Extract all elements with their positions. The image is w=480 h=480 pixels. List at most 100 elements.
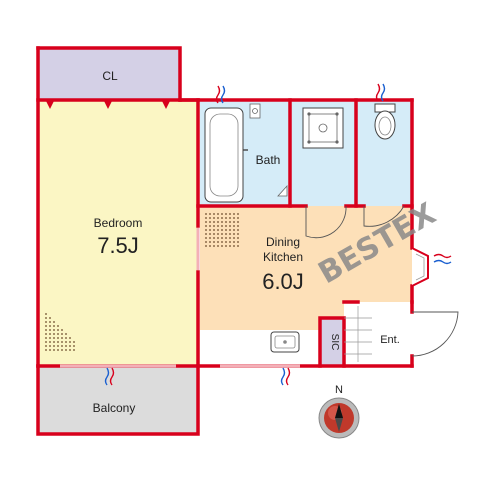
floor-dot xyxy=(213,221,215,223)
bedroom-label: Bedroom xyxy=(94,216,143,230)
floor-dot xyxy=(53,341,55,343)
floor-dot xyxy=(213,237,215,239)
airflow-icon xyxy=(109,367,115,386)
bedroom-size: 7.5J xyxy=(97,233,139,258)
floor-dot xyxy=(205,217,207,219)
floor-dot xyxy=(209,225,211,227)
washing-machine-corner-tl xyxy=(307,112,311,116)
floor-dot xyxy=(53,321,55,323)
floor-dot xyxy=(57,341,59,343)
floor-dot xyxy=(53,349,55,351)
floor-dot xyxy=(61,337,63,339)
washing-machine-drain xyxy=(318,123,328,133)
entrance-steps xyxy=(344,306,372,362)
vent-triangle xyxy=(104,101,112,109)
floor-dot xyxy=(229,213,231,215)
floor-dot xyxy=(237,245,239,247)
floor-dot xyxy=(209,237,211,239)
floor-dot xyxy=(57,349,59,351)
washing-machine-inner xyxy=(308,113,338,143)
airflow-icon xyxy=(433,253,452,259)
bedroom-floor xyxy=(38,100,198,366)
floor-dot xyxy=(221,241,223,243)
floor-dot xyxy=(49,349,51,351)
floor-dot xyxy=(225,237,227,239)
floor-dot xyxy=(225,221,227,223)
floor-dot xyxy=(53,329,55,331)
floor-dot xyxy=(73,345,75,347)
wall-balcony xyxy=(36,364,200,436)
floor-dot xyxy=(229,217,231,219)
airflow-icon xyxy=(220,85,226,104)
floor-dot xyxy=(217,217,219,219)
floor-dot xyxy=(65,341,67,343)
floor-dot xyxy=(221,217,223,219)
walls xyxy=(36,46,414,436)
floor-dot xyxy=(69,345,71,347)
floor-dot xyxy=(233,229,235,231)
floor-dot xyxy=(225,241,227,243)
floor-dot xyxy=(229,225,231,227)
floor-dot xyxy=(213,225,215,227)
floor-dot xyxy=(61,341,63,343)
floor-dot xyxy=(237,217,239,219)
floor-dot xyxy=(209,229,211,231)
airflow-icon xyxy=(433,259,452,265)
dining-size: 6.0J xyxy=(262,269,304,294)
floor-dot xyxy=(69,341,71,343)
floor-dot xyxy=(229,229,231,231)
floor-dot xyxy=(237,229,239,231)
floor-dot xyxy=(233,225,235,227)
kitchen-sink-basin xyxy=(274,335,296,349)
floor-dot xyxy=(213,213,215,215)
compass: N xyxy=(318,384,360,439)
floor-dot xyxy=(217,241,219,243)
entrance-label: Ent. xyxy=(380,334,400,346)
floor-dot xyxy=(69,349,71,351)
floor-dot xyxy=(229,237,231,239)
floor-dot xyxy=(225,233,227,235)
floor-dot xyxy=(237,225,239,227)
wall-entrance xyxy=(342,300,414,368)
floor-dot xyxy=(209,217,211,219)
floor-dot xyxy=(233,241,235,243)
floor-dot xyxy=(233,217,235,219)
compass-north-label: N xyxy=(335,384,343,396)
floor-dot xyxy=(221,233,223,235)
floor-dot xyxy=(233,213,235,215)
floor-dot xyxy=(45,345,47,347)
windows xyxy=(60,228,300,368)
door-toilet xyxy=(363,205,405,227)
floor-dot xyxy=(217,237,219,239)
airflow-icon xyxy=(280,367,286,386)
floor-dot xyxy=(217,233,219,235)
dining-label-line1: Dining xyxy=(266,235,300,249)
floor-dot xyxy=(53,345,55,347)
floor-dot xyxy=(225,213,227,215)
floor-dot xyxy=(57,329,59,331)
floor-dot xyxy=(237,213,239,215)
compass-needle-north xyxy=(335,404,343,418)
sic-label: SIC xyxy=(329,334,340,351)
balcony-floor xyxy=(38,366,198,434)
floor-dot xyxy=(229,241,231,243)
floor-dot xyxy=(65,333,67,335)
floor-dot xyxy=(233,245,235,247)
floor-dot xyxy=(237,233,239,235)
floor-dot xyxy=(57,337,59,339)
shower-head-nozzle xyxy=(252,108,258,114)
bath-label: Bath xyxy=(256,153,281,167)
closet-label: CL xyxy=(102,69,118,83)
floor-dot xyxy=(49,321,51,323)
toilet-bowl-inner xyxy=(378,116,392,136)
floor-dot xyxy=(221,245,223,247)
floor-dot xyxy=(221,221,223,223)
floor-dot xyxy=(213,233,215,235)
kitchen-sink-drain xyxy=(283,340,287,344)
floor-dot xyxy=(69,337,71,339)
floor-dot xyxy=(225,225,227,227)
floor-dot xyxy=(209,245,211,247)
floor-dot xyxy=(221,213,223,215)
floor-dot xyxy=(49,341,51,343)
